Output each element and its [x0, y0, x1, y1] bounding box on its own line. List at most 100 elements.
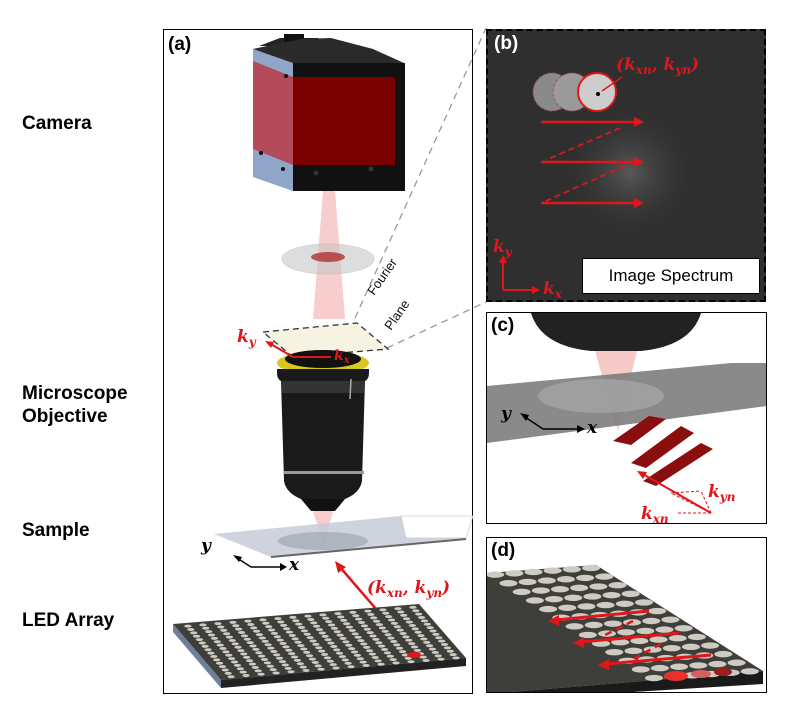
- led-dot: [420, 637, 428, 641]
- led-dot: [432, 632, 440, 636]
- led-dot: [374, 659, 382, 663]
- led-dot: [257, 672, 265, 676]
- led-dot: [670, 663, 689, 670]
- led-dot: [239, 670, 247, 674]
- led-dot: [285, 648, 293, 652]
- led-dot: [405, 638, 413, 642]
- led-dot: [342, 640, 350, 644]
- led-dot: [259, 618, 267, 622]
- led-dot: [228, 638, 236, 642]
- led-dot: [243, 637, 251, 641]
- led-dot: [254, 669, 262, 673]
- led-dot: [350, 650, 359, 654]
- led-dot: [681, 643, 700, 651]
- led-dot: [740, 668, 759, 675]
- led-dot: [252, 629, 261, 633]
- led-dot: [344, 661, 352, 665]
- led-dot: [375, 623, 384, 627]
- led-dot: [392, 661, 400, 665]
- led-dot: [321, 634, 329, 638]
- led-dot: [288, 652, 296, 656]
- led-dot: [345, 625, 354, 629]
- led-dot: [330, 626, 339, 630]
- fourier-plane: [261, 322, 390, 358]
- led-dot: [234, 645, 242, 649]
- led-dot: [297, 625, 306, 629]
- led-dot: [270, 649, 278, 653]
- led-dot: [372, 619, 381, 623]
- led-dot: [312, 624, 321, 628]
- led-dot: [290, 655, 299, 659]
- led-dot: [243, 655, 251, 659]
- led-dot: [407, 660, 415, 664]
- led-dot: [379, 608, 387, 612]
- led-dot: [402, 617, 411, 621]
- led-dot: [348, 647, 356, 651]
- led-dot: [311, 660, 319, 664]
- led-dot: [222, 650, 230, 654]
- led-dot: [415, 612, 423, 616]
- led-dot: [371, 655, 379, 659]
- led-dot: [270, 631, 279, 635]
- spectrum-ky-label: ky: [493, 237, 513, 259]
- axis-x-label: x: [288, 555, 300, 575]
- led-dot: [233, 663, 242, 667]
- led-dot: [324, 638, 332, 642]
- led-dot: [386, 654, 394, 658]
- led-dot: [195, 638, 204, 642]
- led-dot: [251, 665, 259, 669]
- led-dot: [393, 643, 401, 647]
- spectrum-kx-label: kx: [543, 279, 563, 301]
- c-axis-x-label: x: [586, 418, 598, 438]
- lens-beam-spot: [311, 252, 345, 262]
- led-dot: [409, 605, 417, 609]
- illumination-strips: [613, 416, 713, 486]
- led-dot: [446, 649, 454, 653]
- led-dot: [655, 626, 674, 633]
- led-dot: [487, 571, 505, 578]
- led-dot: [399, 631, 407, 635]
- led-array-board: [173, 604, 466, 688]
- led-dot: [266, 664, 274, 668]
- led-dot: [291, 637, 299, 641]
- led-dot: [401, 653, 409, 657]
- led-dot: [282, 627, 291, 631]
- led-dot: [192, 634, 201, 638]
- led-dot: [216, 643, 224, 647]
- led-dot: [213, 640, 221, 644]
- led-dot: [363, 645, 371, 649]
- led-dot: [642, 617, 661, 625]
- led-dot: [649, 636, 668, 643]
- led-dot: [390, 639, 398, 643]
- led-dot: [701, 642, 720, 649]
- panel-a-illustration: Fourier Plane ky kx y: [173, 34, 474, 688]
- led-dot: [356, 657, 364, 661]
- panel-a: (a) Fourier Plane: [163, 29, 474, 694]
- kxn-label: kxn: [641, 504, 669, 524]
- led-dot: [342, 622, 351, 626]
- led-dot: [297, 644, 305, 648]
- led-dot: [345, 643, 353, 647]
- led-dot: [258, 636, 266, 640]
- led-dot: [347, 665, 355, 669]
- led-dot: [205, 630, 213, 634]
- led-dot: [287, 670, 295, 674]
- led-dot: [225, 653, 233, 657]
- led-dot: [278, 660, 287, 664]
- led-dot: [505, 570, 524, 577]
- led-dot: [422, 658, 430, 662]
- led-dot: [242, 673, 250, 677]
- led-dot: [306, 636, 314, 640]
- connector-top: [354, 27, 487, 319]
- led-dot: [589, 583, 608, 590]
- led-dot: [231, 642, 239, 646]
- led-dot: [281, 663, 289, 667]
- led-dot: [338, 655, 347, 659]
- led-dot: [214, 622, 222, 626]
- led-dot: [603, 620, 622, 627]
- kyn-label: kyn: [708, 482, 735, 504]
- led-dot: [201, 644, 209, 648]
- led-dot: [295, 622, 303, 626]
- led-dot: [584, 621, 603, 629]
